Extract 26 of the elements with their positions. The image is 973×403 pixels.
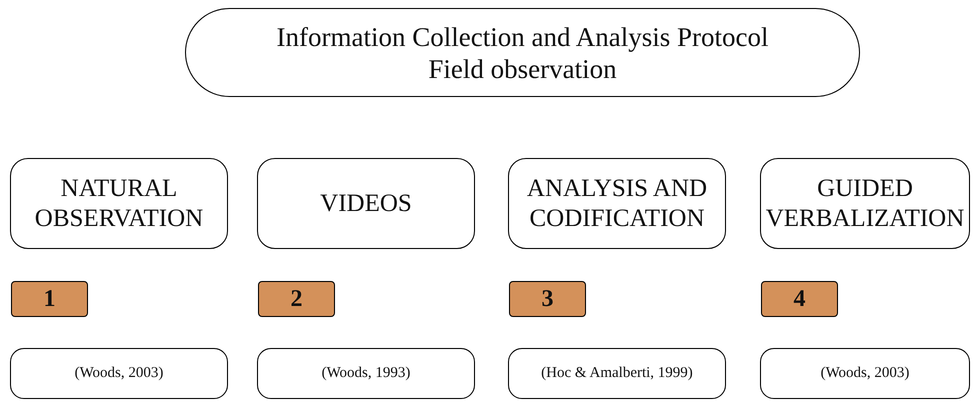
citation-box	[10, 348, 228, 399]
citation-text: (Hoc & Amalberti, 1999)	[540, 365, 694, 382]
title-text: Field observation	[428, 52, 617, 84]
method-box	[257, 158, 475, 249]
step-number: 4	[794, 287, 806, 311]
citation-box	[257, 348, 475, 399]
step-number-box	[761, 281, 838, 317]
method-label: GUIDED VERBALIZATION	[764, 174, 966, 234]
method-box	[760, 158, 970, 249]
citation-text: (Woods, 2003)	[820, 365, 910, 382]
step-number: 3	[542, 287, 554, 311]
step-number: 2	[290, 287, 302, 311]
step-number-box	[11, 281, 88, 317]
method-label: NATURAL OBSERVATION	[34, 174, 204, 234]
step-number-box	[258, 281, 335, 317]
citation-text: (Woods, 1993)	[320, 365, 412, 382]
citation-box	[760, 348, 970, 399]
citation-box	[508, 348, 726, 399]
title-text: Information Collection and Analysis Protocol	[276, 20, 768, 52]
method-box	[10, 158, 228, 249]
citation-text: (Woods, 2003)	[74, 365, 164, 382]
method-box	[508, 158, 726, 249]
method-label: VIDEOS	[319, 188, 413, 218]
method-label: ANALYSIS AND CODIFICATION	[526, 174, 708, 234]
step-number: 1	[44, 287, 56, 311]
step-number-box	[509, 281, 586, 317]
